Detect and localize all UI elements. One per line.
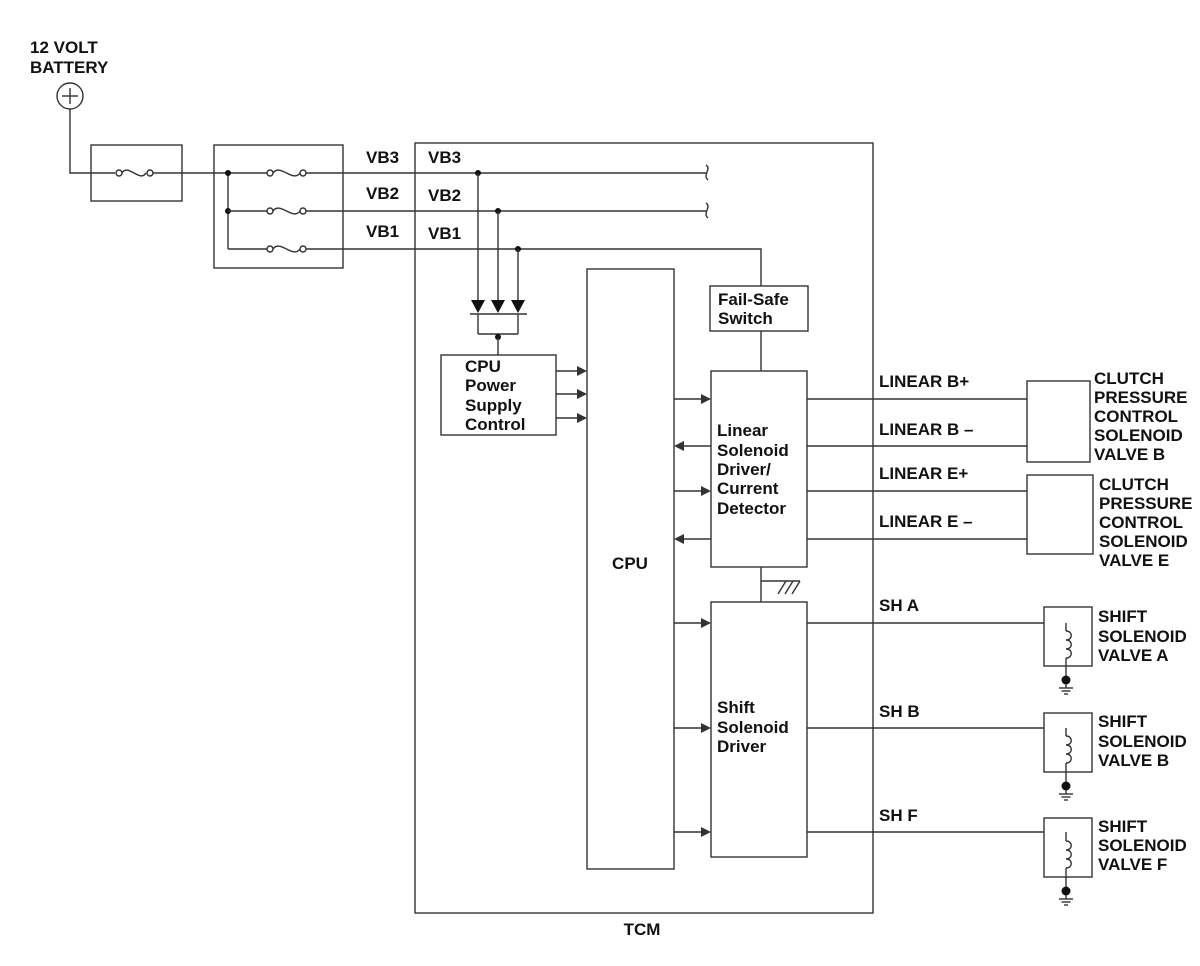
linear-label-2: Solenoid (717, 441, 789, 460)
fuse-block-wiring (214, 170, 267, 250)
bus-label-left-vb3: VB3 (366, 148, 399, 167)
shift-f-label-1: SHIFT (1098, 817, 1148, 836)
cpu-power-supply-control-box (440, 354, 557, 436)
vb3-bus-line (306, 164, 709, 181)
cpc-b-label-2: PRESSURE (1094, 388, 1188, 407)
shift-solenoid-valve-a-coil-icon (1058, 623, 1074, 695)
linear-label-5: Detector (717, 499, 786, 518)
failsafe-label-2: Switch (718, 309, 773, 328)
fuse-block (213, 144, 344, 269)
cpu-shift-arrows (674, 618, 711, 837)
cpc-e-label-5: VALVE E (1099, 551, 1169, 570)
failsafe-label-1: Fail-Safe (718, 290, 789, 309)
vb2-bus-line (306, 202, 709, 219)
shift-a-label-2: SOLENOID (1098, 627, 1187, 646)
cpc-e-label-3: CONTROL (1099, 513, 1183, 532)
shift-f-label-3: VALVE F (1098, 855, 1167, 874)
cpc-b-label-3: CONTROL (1094, 407, 1178, 426)
cpc-e-label-4: SOLENOID (1099, 532, 1188, 551)
cpc-b-label-1: CLUTCH (1094, 369, 1164, 388)
linear-label-3: Driver/ (717, 460, 771, 479)
battery-feed-wire (69, 109, 91, 174)
sh-b-label: SH B (879, 702, 920, 721)
failsafe-switch-box (709, 285, 809, 332)
shift-driver-label-1: Shift (717, 698, 755, 717)
diode-array-icon (470, 173, 527, 355)
fuse-vb2-icon (266, 207, 307, 215)
driver-ground-icon (760, 567, 801, 602)
cpu-linear-arrows (674, 394, 711, 544)
bus-label-right-vb1: VB1 (428, 224, 461, 243)
shift-b-label-3: VALVE B (1098, 751, 1169, 770)
shift-b-label-1: SHIFT (1098, 712, 1148, 731)
battery-positive-icon (56, 82, 84, 110)
linear-label-1: Linear (717, 421, 768, 440)
linear-b-plus-label: LINEAR B+ (879, 372, 969, 391)
linear-label-4: Current (717, 479, 779, 498)
bus-label-left-vb2: VB2 (366, 184, 399, 203)
linear-b-minus-label: LINEAR B – (879, 420, 973, 439)
cpu-label: CPU (612, 554, 648, 573)
battery-label-line1: 12 VOLT (30, 38, 98, 57)
bus-label-right-vb2: VB2 (428, 186, 461, 205)
shift-driver-label-3: Driver (717, 737, 767, 756)
battery-label-line2: BATTERY (30, 58, 109, 77)
vb1-bus-line (306, 246, 762, 286)
cpu-box (586, 268, 675, 870)
linear-e-plus-label: LINEAR E+ (879, 464, 968, 483)
clutch-pressure-control-solenoid-valve-e (1026, 474, 1094, 555)
shift-a-label-3: VALVE A (1098, 646, 1169, 665)
tcm-frame (414, 142, 874, 914)
shift-f-label-2: SOLENOID (1098, 836, 1187, 855)
power-label-2: Power (465, 376, 516, 395)
cpc-b-label-5: VALVE B (1094, 445, 1165, 464)
battery-label: 12 VOLT BATTERY (30, 38, 109, 77)
power-label-3: Supply (465, 396, 522, 415)
sh-a-label: SH A (879, 596, 919, 615)
cpc-e-label-1: CLUTCH (1099, 475, 1169, 494)
bus-label-right-vb3: VB3 (428, 148, 461, 167)
power-label-4: Control (465, 415, 525, 434)
shift-a-label-1: SHIFT (1098, 607, 1148, 626)
cpc-e-label-2: PRESSURE (1099, 494, 1193, 513)
power-label-1: CPU (465, 357, 501, 376)
linear-e-minus-label: LINEAR E – (879, 512, 973, 531)
clutch-pressure-control-solenoid-valve-b (1026, 380, 1091, 463)
linear-solenoid-driver-box (710, 370, 808, 568)
tcm-label: TCM (624, 920, 661, 939)
shift-solenoid-valve-a (1043, 606, 1093, 667)
main-fuse-icon (91, 169, 182, 177)
cpc-b-label-4: SOLENOID (1094, 426, 1183, 445)
sh-f-label: SH F (879, 806, 918, 825)
power-to-cpu-arrows (556, 366, 587, 423)
bus-label-left-vb1: VB1 (366, 222, 399, 241)
shift-driver-label-2: Solenoid (717, 718, 789, 737)
shift-solenoid-valve-f-coil-icon (1058, 832, 1074, 906)
shift-b-label-2: SOLENOID (1098, 732, 1187, 751)
shift-solenoid-valve-b-coil-icon (1058, 728, 1074, 801)
shift-solenoid-driver-box (710, 601, 808, 858)
